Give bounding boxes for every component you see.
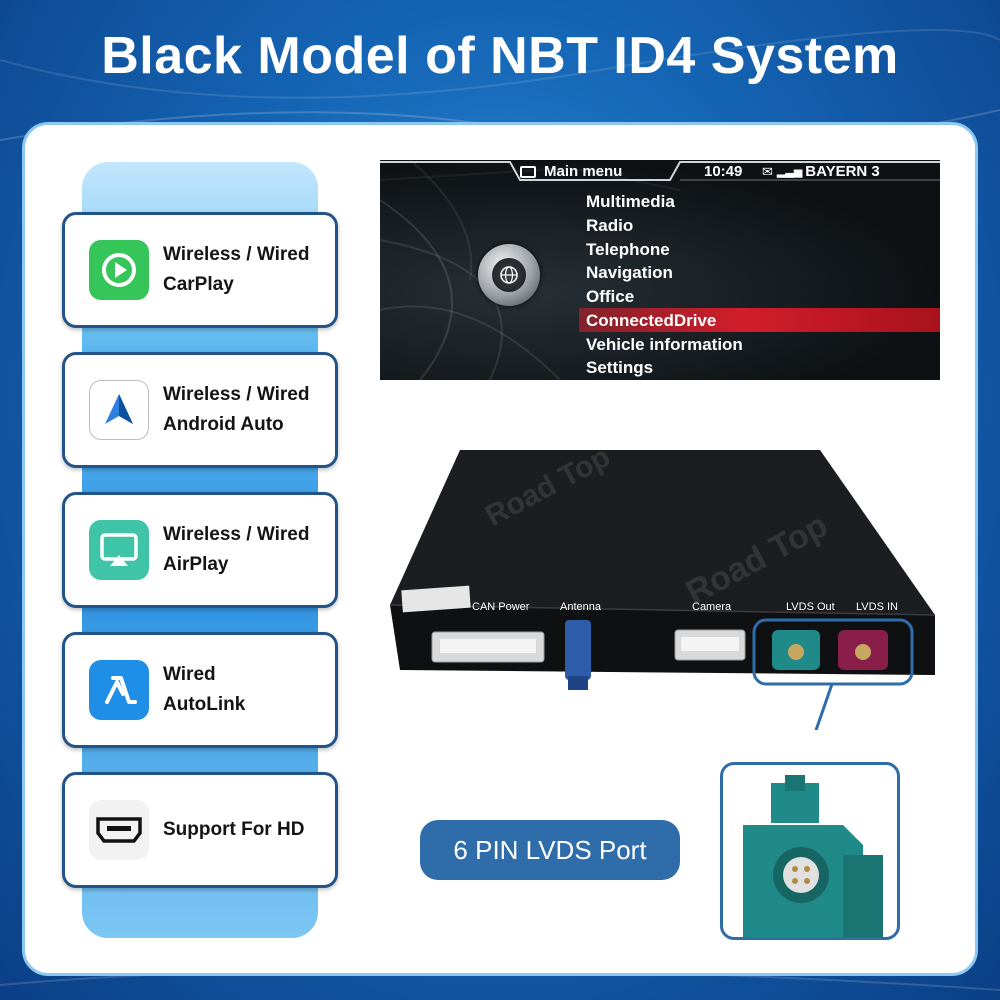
port-label-lvds-in: LVDS IN	[856, 601, 898, 613]
feature-text-hd: Support For HD	[163, 815, 304, 845]
head-unit-screen: Main menu 10:49 ✉ ▂▃▅ BAYERN 3 Multimedi…	[380, 160, 940, 380]
port-label-can-power: CAN Power	[472, 601, 530, 613]
screen-header: Main menu	[520, 163, 622, 180]
port-label-lvds-out: LVDS Out	[786, 601, 835, 613]
airplay-icon	[89, 520, 149, 580]
feature-card-carplay: Wireless / Wired CarPlay	[62, 212, 338, 328]
signal-icon: ▂▃▅	[776, 166, 803, 178]
feature-text-carplay: Wireless / Wired CarPlay	[163, 240, 309, 300]
menu-item-navigation[interactable]: Navigation	[586, 263, 673, 282]
carplay-icon	[89, 240, 149, 300]
screen-status: ✉ ▂▃▅ BAYERN 3	[762, 163, 880, 180]
screen-header-title: Main menu	[544, 163, 623, 180]
menu-item-connecteddrive[interactable]: ConnectedDrive	[586, 311, 717, 330]
feature-text-airplay: Wireless / Wired AirPlay	[163, 520, 309, 580]
menu-item-settings[interactable]: Settings	[586, 358, 654, 377]
feature-line1: Support For HD	[163, 819, 305, 840]
lvds-connector-closeup	[720, 762, 900, 940]
menu-item-radio[interactable]: Radio	[586, 216, 634, 235]
menu-item-office[interactable]: Office	[586, 287, 635, 306]
hdmi-icon	[89, 800, 149, 860]
screen-time: 10:49	[704, 163, 743, 180]
feature-line2: AirPlay	[163, 554, 229, 575]
interface-box: Road Top Road Top CAN Power Antenna Came…	[380, 440, 940, 730]
message-icon: ✉	[762, 163, 773, 179]
lvds-port-label: 6 PIN LVDS Port	[420, 820, 680, 880]
feature-line1: Wireless / Wired	[163, 384, 310, 405]
feature-line1: Wired	[163, 664, 216, 685]
page-title: Black Model of NBT ID4 System	[101, 27, 899, 85]
feature-text-autolink: Wired AutoLink	[163, 660, 245, 720]
menu-item-telephone[interactable]: Telephone	[586, 240, 670, 259]
autolink-icon	[89, 660, 149, 720]
feature-line1: Wireless / Wired	[163, 244, 310, 265]
menu-icon	[520, 165, 536, 178]
feature-card-hd: Support For HD	[62, 772, 338, 888]
globe-icon	[492, 258, 526, 292]
feature-card-android-auto: Wireless / Wired Android Auto	[62, 352, 338, 468]
idrive-knob	[478, 244, 540, 306]
interface-box-body	[389, 450, 936, 730]
port-label-antenna: Antenna	[560, 601, 601, 613]
feature-line2: CarPlay	[163, 274, 234, 295]
feature-line2: AutoLink	[163, 694, 246, 715]
feature-line1: Wireless / Wired	[163, 524, 310, 545]
feature-card-airplay: Wireless / Wired AirPlay	[62, 492, 338, 608]
feature-text-android-auto: Wireless / Wired Android Auto	[163, 380, 309, 440]
menu-item-multimedia[interactable]: Multimedia	[586, 192, 675, 211]
android-auto-icon	[89, 380, 149, 440]
lvds-connector-icon	[743, 775, 883, 937]
menu-highlight-bar	[579, 308, 940, 332]
feature-card-autolink: Wired AutoLink	[62, 632, 338, 748]
menu-item-vehicle-information[interactable]: Vehicle information	[586, 335, 743, 354]
radio-station: BAYERN 3	[805, 163, 880, 180]
port-label-camera: Camera	[692, 601, 732, 613]
screen-background-art	[380, 160, 940, 380]
feature-line2: Android Auto	[163, 414, 284, 435]
